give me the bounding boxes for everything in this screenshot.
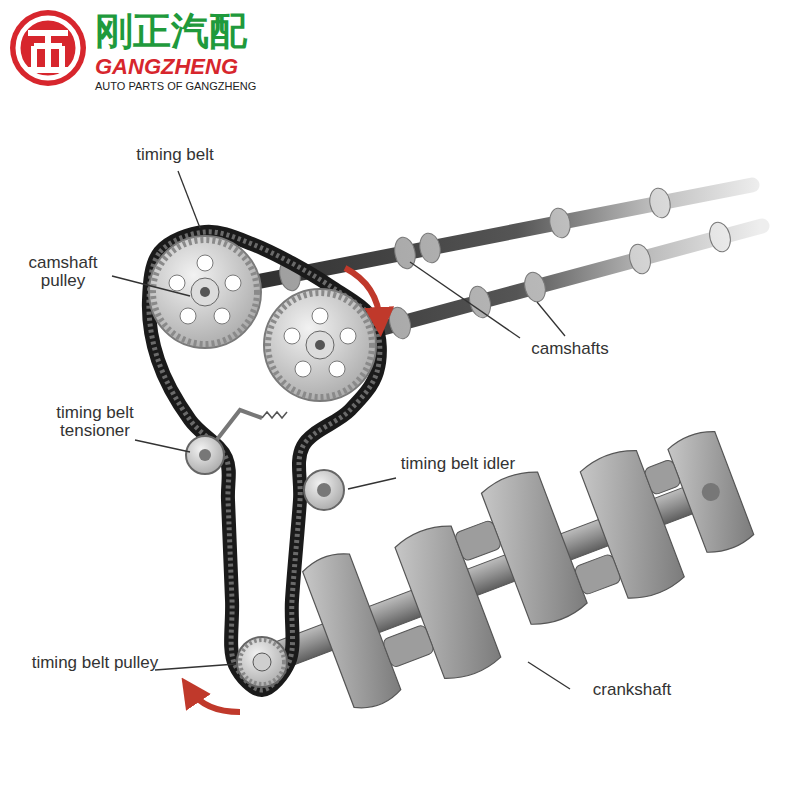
cam-lobe <box>647 186 672 219</box>
pulley-hole <box>225 275 241 291</box>
leader-line <box>348 478 396 489</box>
crank-pin <box>454 519 502 561</box>
pulley-hole <box>329 361 345 377</box>
part-label: crankshaft <box>572 681 692 699</box>
crank-pulley-drawing <box>237 637 287 687</box>
leader-line <box>528 662 570 689</box>
pulley-hub <box>306 331 334 359</box>
pulley-disc <box>149 236 261 348</box>
cam-lobe <box>521 270 548 304</box>
brand-tagline: AUTO PARTS OF GANGZHENG <box>95 81 295 93</box>
camshaft-pulley-right <box>264 289 376 401</box>
idler-roller <box>304 470 344 510</box>
belt-band <box>149 232 380 690</box>
cam-lobe <box>626 242 653 276</box>
pulley-hole <box>340 328 356 344</box>
crank-pin <box>382 624 435 668</box>
crank-pulley <box>237 637 287 687</box>
cam-lobe <box>386 305 414 341</box>
crank-bolt-hole <box>699 480 722 503</box>
part-label: timing belt pulley <box>30 654 160 672</box>
idler-drawing <box>304 470 344 510</box>
tensioner-drawing <box>186 410 287 474</box>
rotation-arrow <box>190 690 240 712</box>
logo-disc <box>10 10 86 86</box>
pulley-disc <box>264 289 376 401</box>
brand-name: GANGZHENG <box>95 55 285 78</box>
leader-line <box>155 664 236 670</box>
part-label: timing belt idler <box>398 455 518 473</box>
rotation-arrow <box>345 268 380 322</box>
pulley-teeth <box>268 293 372 397</box>
camshaft-lower <box>320 226 762 345</box>
crank-counterweight <box>301 548 404 713</box>
tensioner-spring <box>262 412 287 418</box>
crank-pulley-teeth <box>240 640 284 684</box>
pulley-hole <box>197 255 213 271</box>
camshaft-upper <box>205 185 752 292</box>
cam-lobe <box>706 220 733 254</box>
leader-line <box>410 262 520 338</box>
crank-pin <box>643 459 681 496</box>
part-label: camshaft pulley <box>8 254 118 290</box>
pulley-bolt <box>315 340 325 350</box>
part-label: timing belt <box>110 146 240 164</box>
cam-lobe <box>417 231 442 264</box>
leader-line <box>537 302 565 336</box>
leader-line <box>112 276 190 296</box>
crank-flange <box>666 427 755 557</box>
pulley-hole <box>169 275 185 291</box>
cam-lobe <box>466 284 494 320</box>
timing-belt-drawing <box>149 232 380 690</box>
leader-line <box>135 440 190 452</box>
crankshaft-drawing <box>232 403 765 743</box>
logo-ring <box>18 18 78 78</box>
crank-pin <box>574 553 622 595</box>
pulley-hole <box>295 361 311 377</box>
belt-teeth <box>149 232 380 690</box>
tensioner-bolt <box>199 449 211 461</box>
leader-line <box>178 171 200 228</box>
pulley-bolt <box>200 287 210 297</box>
crank-nose <box>253 653 271 671</box>
cam-lobe <box>547 206 572 239</box>
pulley-hole <box>180 308 196 324</box>
part-label: camshafts <box>500 340 640 358</box>
pulley-hole <box>284 328 300 344</box>
part-label: timing belt tensioner <box>30 404 160 440</box>
idler-bolt <box>317 483 331 497</box>
tensioner-roller <box>186 436 224 474</box>
pulley-teeth <box>153 240 257 344</box>
camshaft-pulley-left <box>149 236 261 348</box>
logo-icon <box>10 10 86 86</box>
pulley-hole <box>214 308 230 324</box>
pulley-hub <box>191 278 219 306</box>
pulley-hole <box>312 308 328 324</box>
logo-glyph <box>28 33 68 70</box>
brand-name-cn: 刚正汽配 <box>95 12 285 52</box>
